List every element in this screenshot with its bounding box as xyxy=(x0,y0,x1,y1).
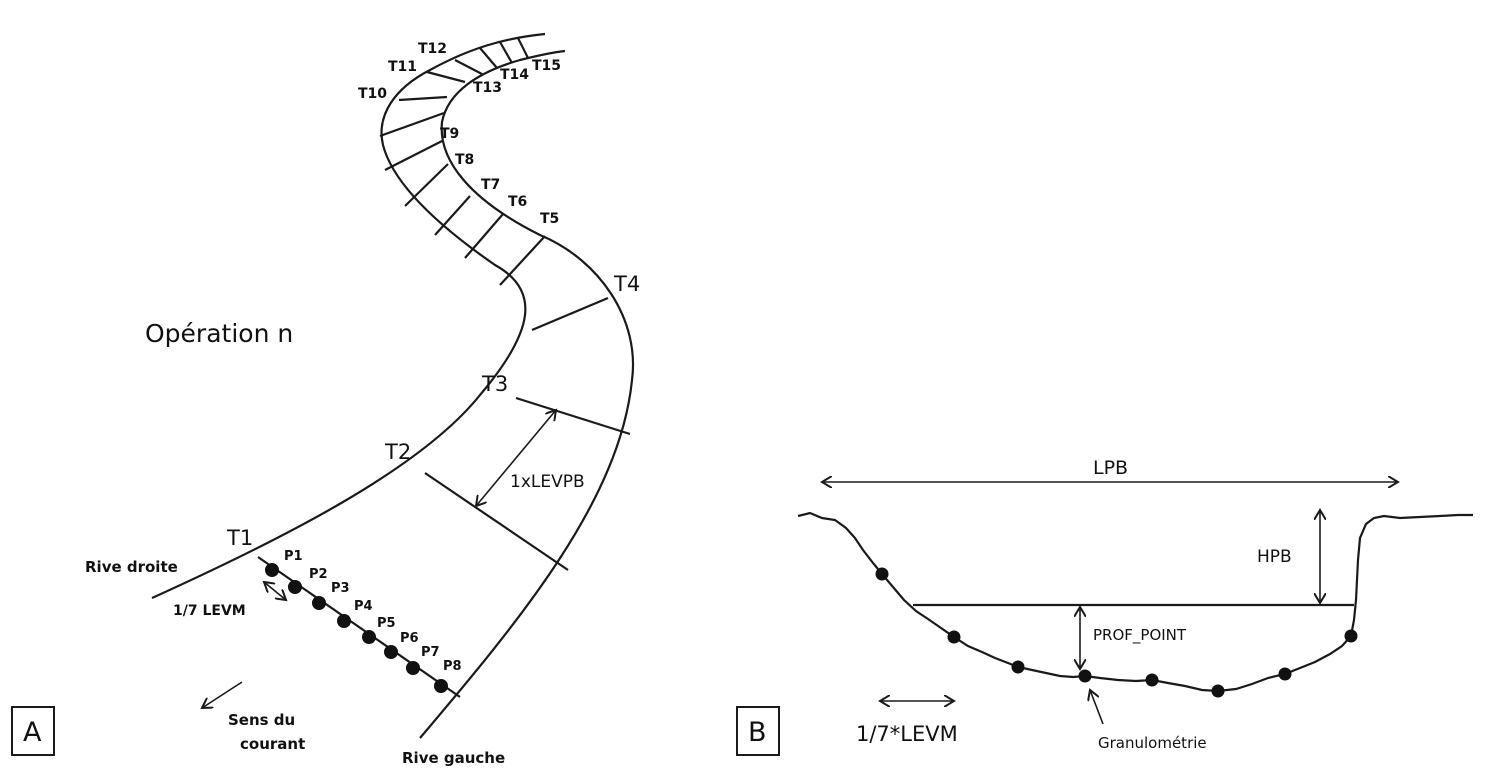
profile-point xyxy=(875,567,889,581)
transect-label-t8: T8 xyxy=(455,152,474,168)
panel-a: P1 P2 P3 P4 P5 P6 P7 P8 T1 T2 T3 T4 T5 T… xyxy=(11,32,640,767)
transect-label-t10: T10 xyxy=(358,86,387,102)
transect-line-t5 xyxy=(499,235,546,286)
granulometry-pointer xyxy=(1090,690,1104,725)
transect-label-t1: T1 xyxy=(226,526,253,550)
point-label-p1: P1 xyxy=(284,549,303,564)
point-spacing-arrow xyxy=(264,582,286,600)
transect-line-t10 xyxy=(379,111,445,138)
profile-point xyxy=(1011,660,1025,674)
sampling-point-p3 xyxy=(312,596,326,610)
hpb-label: HPB xyxy=(1257,547,1292,567)
point-label-p4: P4 xyxy=(354,599,373,614)
transect-label-t15: T15 xyxy=(532,58,561,74)
levm-spacing-label: 1/7*LEVM xyxy=(856,722,958,746)
right-bank-line xyxy=(151,32,546,600)
transect-line-t7 xyxy=(434,195,471,236)
profile-point xyxy=(1278,667,1292,681)
sampling-point-p2 xyxy=(288,580,302,594)
transect-label-t9: T9 xyxy=(440,126,459,142)
transect-label-t13: T13 xyxy=(473,80,502,96)
granulometry-label: Granulométrie xyxy=(1098,734,1207,752)
transect-line-t4 xyxy=(531,296,609,332)
flow-direction-label-line2: courant xyxy=(240,735,305,753)
transect-line-t1 xyxy=(257,556,461,698)
flow-direction-arrow xyxy=(202,681,243,708)
transect-line-t13 xyxy=(454,59,483,75)
profile-point xyxy=(1145,673,1159,687)
sampling-point-p4 xyxy=(337,614,351,628)
point-label-p3: P3 xyxy=(331,581,350,596)
sampling-point-p5 xyxy=(362,630,376,644)
panel-a-label-box xyxy=(11,706,55,756)
right-bank-label: Rive droite xyxy=(85,558,178,576)
sampling-point-p1 xyxy=(265,563,279,577)
profile-points xyxy=(875,567,1358,698)
sampling-points xyxy=(265,563,448,693)
transect-label-t6: T6 xyxy=(508,194,527,210)
transect-line-t12 xyxy=(426,70,466,84)
transect-label-t4: T4 xyxy=(613,272,640,296)
panel-b-label-box xyxy=(736,706,780,756)
transect-label-t12: T12 xyxy=(418,41,447,57)
sampling-point-p7 xyxy=(406,661,420,675)
profile-point xyxy=(947,630,961,644)
transect-label-t2: T2 xyxy=(384,440,411,464)
point-label-p2: P2 xyxy=(309,567,328,582)
transect-line-t15b xyxy=(517,37,529,59)
transect-label-t3: T3 xyxy=(481,372,508,396)
point-spacing-label: 1/7 LEVM xyxy=(173,603,246,619)
point-label-p8: P8 xyxy=(443,659,462,674)
transect-line-t14 xyxy=(479,47,498,69)
levpb-label: 1xLEVPB xyxy=(510,472,585,492)
profile-point xyxy=(1344,629,1358,643)
lpb-label: LPB xyxy=(1093,457,1128,479)
transect-line-t2 xyxy=(424,472,569,571)
transect-label-t11: T11 xyxy=(388,59,417,75)
left-bank-label: Rive gauche xyxy=(402,749,505,767)
transect-label-t7: T7 xyxy=(481,177,500,193)
profile-point xyxy=(1078,669,1092,683)
panel-b-label: B xyxy=(748,717,767,748)
transect-label-t5: T5 xyxy=(540,211,559,227)
sampling-point-p8 xyxy=(434,679,448,693)
panel-b: LPB HPB PROF_POINT 1/7*LEVM Granulométri… xyxy=(736,457,1473,756)
flow-direction-label-line1: Sens du xyxy=(228,711,295,729)
panel-a-label: A xyxy=(23,717,42,748)
channel-profile xyxy=(797,511,1473,693)
transect-lines xyxy=(379,37,631,571)
transect-line-t6 xyxy=(464,213,504,259)
operation-label: Opération n xyxy=(145,319,293,348)
sampling-point-p6 xyxy=(384,645,398,659)
prof-point-label: PROF_POINT xyxy=(1093,626,1187,645)
point-label-p7: P7 xyxy=(421,645,440,660)
transect-label-t14: T14 xyxy=(500,67,529,83)
left-bank-line xyxy=(419,49,635,739)
point-label-p5: P5 xyxy=(377,616,396,631)
transect-line-t3 xyxy=(515,396,631,436)
transect-line-t8 xyxy=(404,163,449,207)
transect-line-t15a xyxy=(499,41,513,64)
point-label-p6: P6 xyxy=(400,631,419,646)
transect-line-t9 xyxy=(384,140,443,171)
levpb-arrow xyxy=(476,410,556,506)
transect-line-t11 xyxy=(398,95,448,102)
profile-point xyxy=(1211,684,1225,698)
